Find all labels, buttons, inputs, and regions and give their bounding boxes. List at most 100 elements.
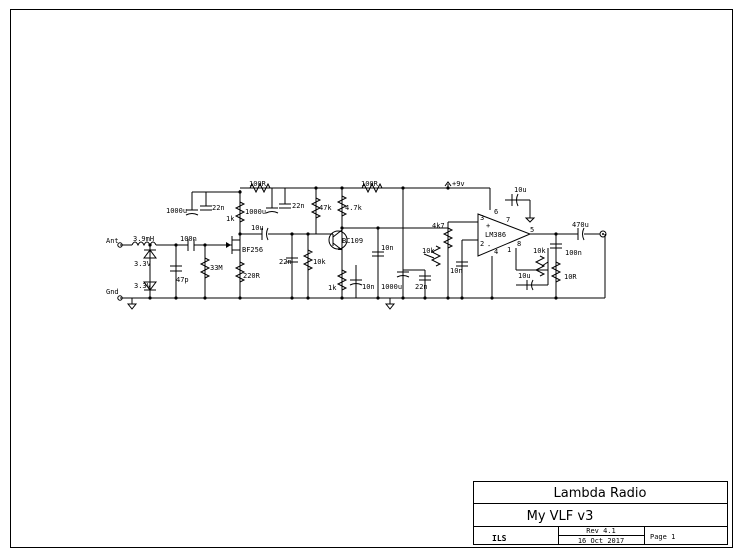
resistor-33m: [199, 257, 211, 279]
capacitor-470u: [577, 227, 585, 241]
label-c22n-a: 22n: [212, 204, 225, 212]
label-c10u-b: 10u: [514, 186, 527, 194]
label-c1000u-c: 1000u: [381, 283, 402, 291]
label-supply: +9v: [452, 180, 465, 188]
label-bjt: BC109: [342, 237, 363, 245]
gnd-terminal: [117, 295, 123, 301]
wires: [120, 187, 606, 299]
label-pot-10k-b: 10k: [533, 247, 546, 255]
label-r100r-b: 100R: [361, 180, 379, 188]
title-block-author: ILS: [492, 534, 507, 543]
label-c-in: 100n: [180, 235, 197, 243]
label-r100r-a: 100R: [249, 180, 267, 188]
label-c1000u-b: 1000u: [245, 208, 266, 216]
title-block-title: My VLF v3: [527, 509, 594, 524]
pot-10k: [423, 245, 442, 267]
resistor-10k-a: [302, 249, 314, 271]
ground-symbol-amp: [524, 215, 536, 223]
capacitor-1000u-c: [396, 271, 410, 278]
capacitor-c47p: [170, 265, 182, 272]
component-labels: Ant Gnd 3.9mH 100n 3.3V 3.3V 47p 33M BF2…: [106, 180, 589, 296]
pot-4k7: [442, 227, 454, 249]
resistor-1k-b: [336, 269, 348, 291]
diode-d2: [143, 281, 157, 291]
sheet-border: [10, 9, 733, 548]
capacitor-1000u-b: [265, 188, 279, 214]
label-c470u: 470u: [572, 221, 589, 229]
capacitor-c-in: [187, 239, 195, 251]
title-block: [473, 481, 728, 545]
label-r47k: 47k: [319, 204, 332, 212]
label-gnd: Gnd: [106, 288, 119, 296]
label-c10n-b: 10n: [381, 244, 394, 252]
label-r10k-a: 10k: [313, 258, 326, 266]
capacitor-22n-d: [403, 269, 431, 281]
capacitor-10n-b: [372, 251, 384, 257]
label-pin-plus: +: [486, 222, 490, 230]
capacitor-100n-out: [550, 243, 562, 249]
label-pot-4k7: 4k7: [432, 222, 445, 230]
resistor-4k7-a: [336, 195, 348, 217]
resistor-100r-b: [361, 182, 383, 194]
label-c22n-b: 22n: [292, 202, 305, 210]
label-r33m: 33M: [210, 264, 223, 272]
fet-bf256: [226, 236, 240, 254]
diode-d1: [143, 249, 157, 259]
label-c10u-c: 10u: [518, 272, 531, 280]
resistor-220r: [234, 261, 246, 283]
title-block-page: Page 1: [650, 533, 675, 541]
resistor-47k: [310, 197, 322, 219]
label-r220r: 220R: [243, 272, 261, 280]
label-fet: BF256: [242, 246, 263, 254]
label-c1000u-a: 1000u: [166, 207, 187, 215]
label-pin2: 2: [480, 240, 484, 248]
label-pin-minus: -: [487, 242, 491, 250]
label-pin3: 3: [480, 214, 484, 222]
label-c47p: 47p: [176, 276, 189, 284]
title-block-company: Lambda Radio: [553, 486, 646, 501]
label-pin1: 1: [507, 246, 511, 254]
label-pin7: 7: [506, 216, 510, 224]
lm386-amplifier: [477, 213, 532, 257]
resistor-1k-a: [234, 201, 246, 223]
ground-symbol-mid: [384, 298, 396, 310]
label-r1k-b: 1k: [328, 284, 337, 292]
label-c22n-d: 22n: [415, 283, 428, 291]
label-c100n-out: 100n: [565, 249, 582, 257]
ground-symbol-left: [126, 298, 138, 310]
supply-arrow: [444, 181, 452, 188]
pot-10k-b: [534, 255, 549, 277]
label-d1: 3.3V: [134, 260, 152, 268]
capacitor-10n-a: [349, 279, 363, 286]
title-block-revision: Rev 4.1: [586, 527, 616, 535]
label-c10n-c: 10n: [450, 267, 463, 275]
label-c22n-c: 22n: [279, 258, 292, 266]
capacitor-10u-b: [511, 193, 519, 207]
label-pin6: 6: [494, 208, 498, 216]
label-r10r: 10R: [564, 273, 577, 281]
label-pin5: 5: [530, 226, 534, 234]
resistor-10r: [550, 261, 562, 283]
bjt-bc109: [328, 229, 348, 251]
capacitor-10u-c: [526, 279, 534, 291]
label-r4k7-a: 4.7k: [345, 204, 363, 212]
title-block-date: 16 Oct 2017: [578, 537, 624, 545]
capacitor-10n-c: [456, 261, 468, 267]
label-ant: Ant: [106, 237, 119, 245]
label-pin4: 4: [494, 248, 498, 256]
resistor-100r-a: [249, 182, 271, 194]
label-d2: 3.3V: [134, 282, 152, 290]
label-r1k-a: 1k: [226, 215, 235, 223]
capacitor-10u-a: [261, 227, 269, 241]
capacitor-22n-b: [279, 188, 291, 209]
ant-terminal: [117, 242, 123, 248]
inductor-l1: [131, 241, 157, 247]
label-pin8: 8: [517, 240, 521, 248]
label-l1: 3.9mH: [133, 235, 154, 243]
capacitor-1000u-a: [185, 209, 199, 216]
label-c10u-a: 10u: [251, 224, 264, 232]
output-terminal: [599, 230, 607, 238]
label-c10n-a: 10n: [362, 283, 375, 291]
capacitor-22n-a: [200, 192, 212, 211]
